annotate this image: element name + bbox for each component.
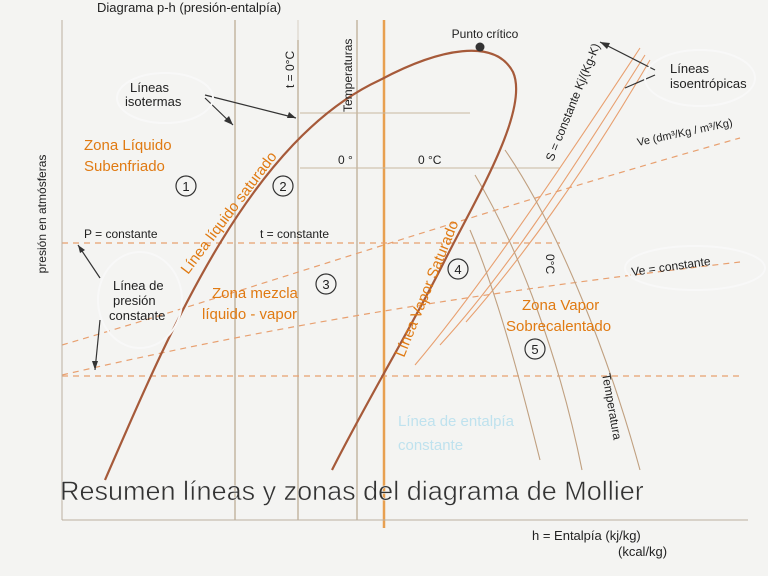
zero-c-label: 0 °C: [418, 153, 442, 167]
s-constant-label: S = constante Kj/(Kg-K): [543, 41, 603, 163]
arrow-heads: [78, 42, 610, 370]
entalpia-constante-line2: constante: [398, 437, 463, 454]
svg-text:2: 2: [279, 179, 286, 194]
t-zero-label: t = 0°C: [283, 51, 297, 88]
slide-title: Resumen líneas y zonas del diagrama de M…: [60, 476, 644, 506]
isotermas-callout-line1: Líneas: [130, 80, 170, 95]
liquido-saturado-label: Línea líquido saturado: [178, 149, 281, 278]
zona-liquido-line1: Zona Líquido: [84, 137, 172, 154]
zone-marker-5: 5: [524, 338, 546, 360]
p-constant-label: P = constante: [84, 227, 158, 241]
zona-liquido-line2: Subenfriado: [84, 158, 165, 175]
zone-marker-1: 1: [175, 175, 197, 197]
presion-callout-line2: presión: [113, 293, 156, 308]
diagram-title: Diagrama p-h (presión-entalpía): [97, 0, 281, 15]
isentropic-lines: [414, 47, 651, 366]
svg-text:4: 4: [454, 262, 461, 277]
presion-callout-line3: constante: [109, 308, 165, 323]
callout-ellipses: [97, 49, 766, 349]
axes: [61, 20, 748, 521]
zona-vapor-line1: Zona Vapor: [522, 297, 599, 314]
isotermas-callout-line2: isotermas: [125, 94, 182, 109]
svg-text:5: 5: [531, 342, 538, 357]
y-axis-label: presión en atmósferas: [35, 155, 49, 274]
critical-point: [475, 42, 485, 52]
isotherm-lines: [234, 20, 358, 520]
zone-marker-4: 4: [447, 258, 469, 280]
svg-text:3: 3: [322, 277, 329, 292]
isentropicas-callout-line1: Líneas: [670, 61, 710, 76]
x-axis-label: h = Entalpía (kj/kg): [532, 528, 641, 543]
temperature-curves: [469, 149, 641, 471]
ve-constant-label: Ve = constante: [630, 254, 711, 279]
svg-text:1: 1: [182, 179, 189, 194]
zona-vapor-line2: Sobrecalentado: [506, 318, 611, 335]
presion-callout-line1: Línea de: [113, 278, 164, 293]
t-constant-label: t = constante: [260, 227, 329, 241]
zona-mezcla-line1: Zona mezcla: [212, 285, 299, 302]
isentropicas-callout-line2: isoentrópicas: [670, 76, 747, 91]
saturation-dome: [103, 49, 518, 481]
zero-c-rotated-label: 0°C: [543, 254, 557, 274]
critical-point-label: Punto crítico: [452, 27, 519, 41]
zone-marker-2: 2: [272, 175, 294, 197]
entalpia-constante-line1: Línea de entalpía: [398, 413, 515, 430]
x-axis-unit-label: (kcal/kg): [618, 544, 667, 559]
zona-mezcla-line2: líquido - vapor: [202, 306, 297, 323]
pressure-lines: [62, 242, 740, 377]
zone-marker-3: 3: [315, 273, 337, 295]
temperaturas-label: Temperaturas: [341, 39, 355, 112]
zero-degree-label: 0 °: [338, 153, 353, 167]
